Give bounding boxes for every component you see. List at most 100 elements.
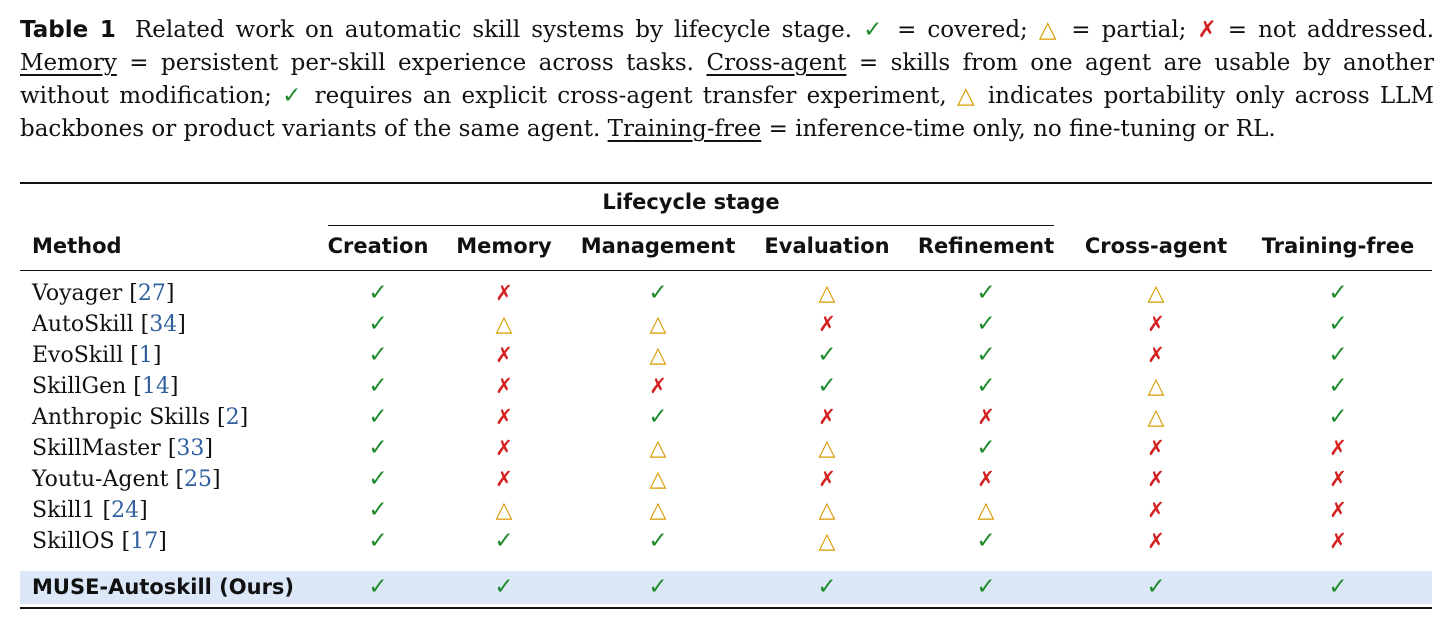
- triangle-icon: △: [649, 498, 667, 523]
- cross-icon: ✗: [977, 405, 995, 429]
- check-icon: ✓: [494, 528, 514, 554]
- table-row: Youtu-Agent [25]✓✗△✗✗✗✗: [20, 464, 1432, 495]
- triangle-icon: △: [495, 498, 513, 523]
- cross-icon: ✗: [1329, 436, 1347, 460]
- check-icon: ✓: [1328, 280, 1348, 306]
- method-name-cell: MUSE-Autoskill (Ours): [32, 572, 294, 603]
- column-header-cross-agent: Cross-agent: [1084, 234, 1228, 258]
- triangle-icon: △: [818, 436, 836, 461]
- check-icon: ✓: [1146, 574, 1166, 600]
- caption-cross-term: Cross-agent: [706, 50, 847, 76]
- method-name: MUSE-Autoskill (Ours): [32, 575, 295, 599]
- citation-ref-link[interactable]: 27: [137, 281, 166, 306]
- table-top-rule: [20, 182, 1432, 184]
- table-row: AutoSkill [34]✓△△✗✓✗✓: [20, 309, 1432, 340]
- method-name-cell: SkillOS [17]: [32, 526, 167, 557]
- check-icon: ✓: [1328, 311, 1348, 337]
- caption-memory-def: = persistent per-skill experience across…: [129, 50, 694, 76]
- method-name: Skill1: [32, 498, 96, 523]
- citation-ref-link[interactable]: 17: [130, 529, 159, 554]
- citation-ref-link[interactable]: 33: [176, 436, 205, 461]
- table-row: EvoSkill [1]✓✗△✓✓✗✓: [20, 340, 1432, 371]
- cross-icon: ✗: [495, 281, 513, 305]
- method-column-header: Method: [32, 234, 122, 258]
- method-name-cell: Anthropic Skills [2]: [32, 402, 248, 433]
- cross-icon: ✗: [818, 312, 836, 336]
- triangle-icon: △: [1038, 17, 1061, 43]
- check-icon: ✓: [648, 404, 668, 430]
- caption-training-def: = inference-time only, no fine-tuning or…: [768, 116, 1276, 142]
- citation-bracket: [: [95, 498, 112, 523]
- citation-ref-link[interactable]: 25: [184, 467, 213, 492]
- citation-bracket: ]: [152, 343, 162, 368]
- check-icon: ✓: [976, 435, 996, 461]
- method-name: SkillOS: [32, 529, 115, 554]
- citation-ref-link[interactable]: 2: [225, 405, 240, 430]
- method-name: SkillMaster: [32, 436, 161, 461]
- cross-icon: ✗: [1329, 467, 1347, 491]
- check-icon: ✓: [648, 280, 668, 306]
- method-name-cell: SkillGen [14]: [32, 371, 178, 402]
- cross-icon: ✗: [818, 405, 836, 429]
- triangle-icon: △: [1147, 405, 1165, 430]
- column-header-training-free: Training-free: [1261, 234, 1415, 258]
- check-icon: ✓: [368, 466, 388, 492]
- check-icon: ✓: [368, 373, 388, 399]
- triangle-icon: △: [649, 436, 667, 461]
- cross-icon: ✗: [495, 374, 513, 398]
- citation-ref-link[interactable]: 24: [111, 498, 140, 523]
- caption-intro: Related work on automatic skill systems …: [134, 17, 853, 43]
- cross-icon: ✗: [1329, 498, 1347, 522]
- citation-bracket: ]: [165, 281, 175, 306]
- citation-ref-link[interactable]: 14: [141, 374, 170, 399]
- triangle-icon: △: [649, 343, 667, 368]
- table-row: Anthropic Skills [2]✓✗✓✗✗△✓: [20, 402, 1432, 433]
- cross-icon: ✗: [1147, 529, 1165, 553]
- check-icon: ✓: [368, 528, 388, 554]
- table-caption: Table 1 Related work on automatic skill …: [20, 14, 1434, 146]
- table-row-ours: MUSE-Autoskill (Ours)✓✓✓✓✓✓✓: [20, 572, 1432, 603]
- check-icon: ✓: [1328, 404, 1348, 430]
- check-icon: ✓: [1328, 574, 1348, 600]
- table-row: SkillOS [17]✓✓✓△✓✗✗: [20, 526, 1432, 557]
- check-icon: ✓: [368, 404, 388, 430]
- check-icon: ✓: [863, 17, 887, 43]
- method-name-cell: EvoSkill [1]: [32, 340, 161, 371]
- cross-icon: ✗: [1147, 498, 1165, 522]
- citation-bracket: [: [126, 374, 142, 399]
- table-row: SkillGen [14]✓✗✗✓✓△✓: [20, 371, 1432, 402]
- method-name-cell: Skill1 [24]: [32, 495, 148, 526]
- method-name-cell: Youtu-Agent [25]: [32, 464, 221, 495]
- citation-bracket: ]: [204, 436, 213, 461]
- citation-bracket: ]: [139, 498, 148, 523]
- method-name: EvoSkill: [32, 343, 124, 368]
- citation-ref-link[interactable]: 1: [138, 343, 153, 368]
- citation-bracket: [: [114, 529, 131, 554]
- check-icon: ✓: [976, 373, 996, 399]
- column-header-management: Management: [580, 234, 736, 258]
- check-icon: ✓: [976, 528, 996, 554]
- column-header-refinement: Refinement: [917, 234, 1055, 258]
- column-header-creation: Creation: [327, 234, 429, 258]
- citation-bracket: [: [133, 312, 150, 337]
- method-name: Anthropic Skills: [32, 405, 211, 430]
- citation-bracket: ]: [177, 312, 186, 337]
- cross-icon: ✗: [1147, 467, 1165, 491]
- citation-ref-link[interactable]: 34: [149, 312, 178, 337]
- cross-icon: ✗: [495, 343, 513, 367]
- check-icon: ✓: [368, 435, 388, 461]
- caption-cross-check: requires an explicit cross-agent transfe…: [314, 83, 947, 109]
- method-name-cell: SkillMaster [33]: [32, 433, 213, 464]
- table-row: Skill1 [24]✓△△△△✗✗: [20, 495, 1432, 526]
- citation-bracket: ]: [212, 467, 221, 492]
- triangle-icon: △: [1147, 281, 1165, 306]
- table-bottom-rule: [20, 607, 1432, 609]
- triangle-icon: △: [649, 467, 667, 492]
- citation-bracket: [: [122, 281, 138, 306]
- caption-cross-tri: indicates portability only across LLM ba…: [20, 83, 1434, 142]
- citation-bracket: ]: [239, 405, 249, 430]
- check-icon: ✓: [368, 280, 388, 306]
- check-icon: ✓: [817, 574, 837, 600]
- triangle-icon: △: [818, 529, 836, 554]
- check-icon: ✓: [648, 574, 668, 600]
